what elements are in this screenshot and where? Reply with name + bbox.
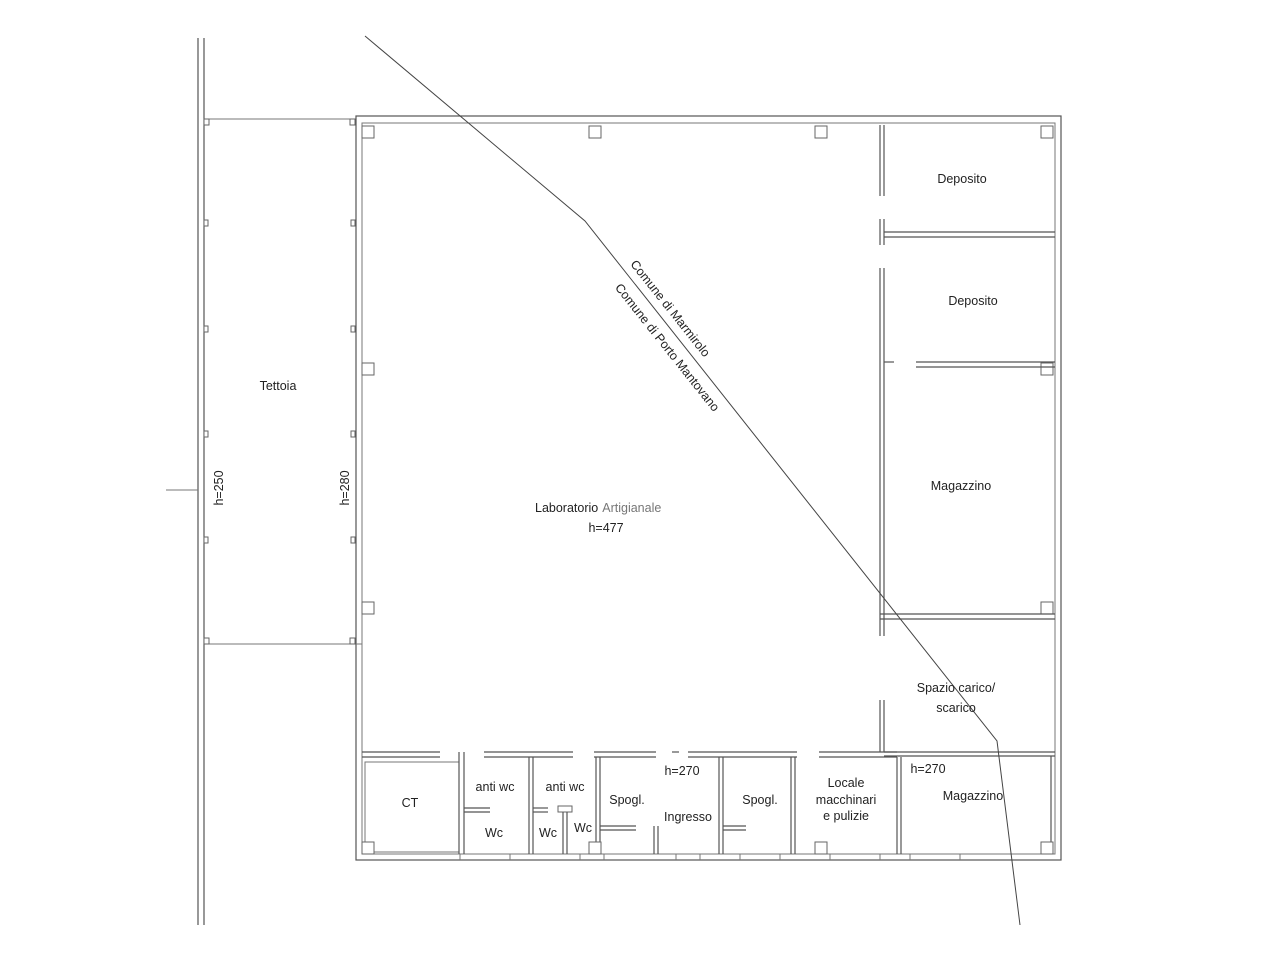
height-labels: h=250 h=280 bbox=[212, 470, 352, 505]
laboratorio-height-label: h=477 bbox=[588, 521, 623, 535]
tettoia-edges bbox=[203, 118, 356, 645]
spazio-scarico-label: scarico bbox=[936, 701, 976, 715]
laboratorio-label: Laboratorio Artigianale bbox=[535, 501, 661, 515]
tettoia-label: Tettoia bbox=[260, 379, 297, 393]
deposito-1-label: Deposito bbox=[937, 172, 986, 186]
locale-label-line-1: Locale bbox=[828, 776, 865, 790]
room-labels: Tettoia Laboratorio Artigianale h=477 Dep… bbox=[260, 172, 1004, 840]
municipal-boundary-line bbox=[364, 35, 1021, 926]
magazzino-1-label: Magazzino bbox=[931, 479, 991, 493]
ingresso-label: Ingresso bbox=[664, 810, 712, 824]
spogl-2-label: Spogl. bbox=[742, 793, 777, 807]
deposito-2-label: Deposito bbox=[948, 294, 997, 308]
ct-label: CT bbox=[402, 796, 419, 810]
tettoia-right-height: h=280 bbox=[338, 470, 352, 505]
tettoia-left-height: h=250 bbox=[212, 470, 226, 505]
laboratorio-word: Laboratorio bbox=[535, 501, 598, 515]
wc-1-label: Wc bbox=[485, 826, 503, 840]
locale-label-line-2: macchinari bbox=[816, 793, 876, 807]
right-room-partitions bbox=[879, 125, 1055, 854]
magazzino-2-height-label: h=270 bbox=[910, 762, 945, 776]
ingresso-height-label: h=270 bbox=[664, 764, 699, 778]
spazio-carico-label: Spazio carico/ bbox=[917, 681, 996, 695]
artigianale-word: Artigianale bbox=[602, 501, 661, 515]
building-outer-walls bbox=[355, 115, 1062, 861]
bottom-room-partitions bbox=[361, 751, 1054, 860]
tettoia-outer-wall bbox=[166, 38, 205, 925]
anti-wc-2-label: anti wc bbox=[546, 780, 585, 794]
wc-2-label: Wc bbox=[539, 826, 557, 840]
magazzino-2-label: Magazzino bbox=[943, 789, 1003, 803]
wc-3-label: Wc bbox=[574, 821, 592, 835]
anti-wc-1-label: anti wc bbox=[476, 780, 515, 794]
spogl-1-label: Spogl. bbox=[609, 793, 644, 807]
boundary-labels: Comune di Marmirolo Comune di Porto Mant… bbox=[612, 257, 722, 414]
locale-label-line-3: e pulizie bbox=[823, 809, 869, 823]
